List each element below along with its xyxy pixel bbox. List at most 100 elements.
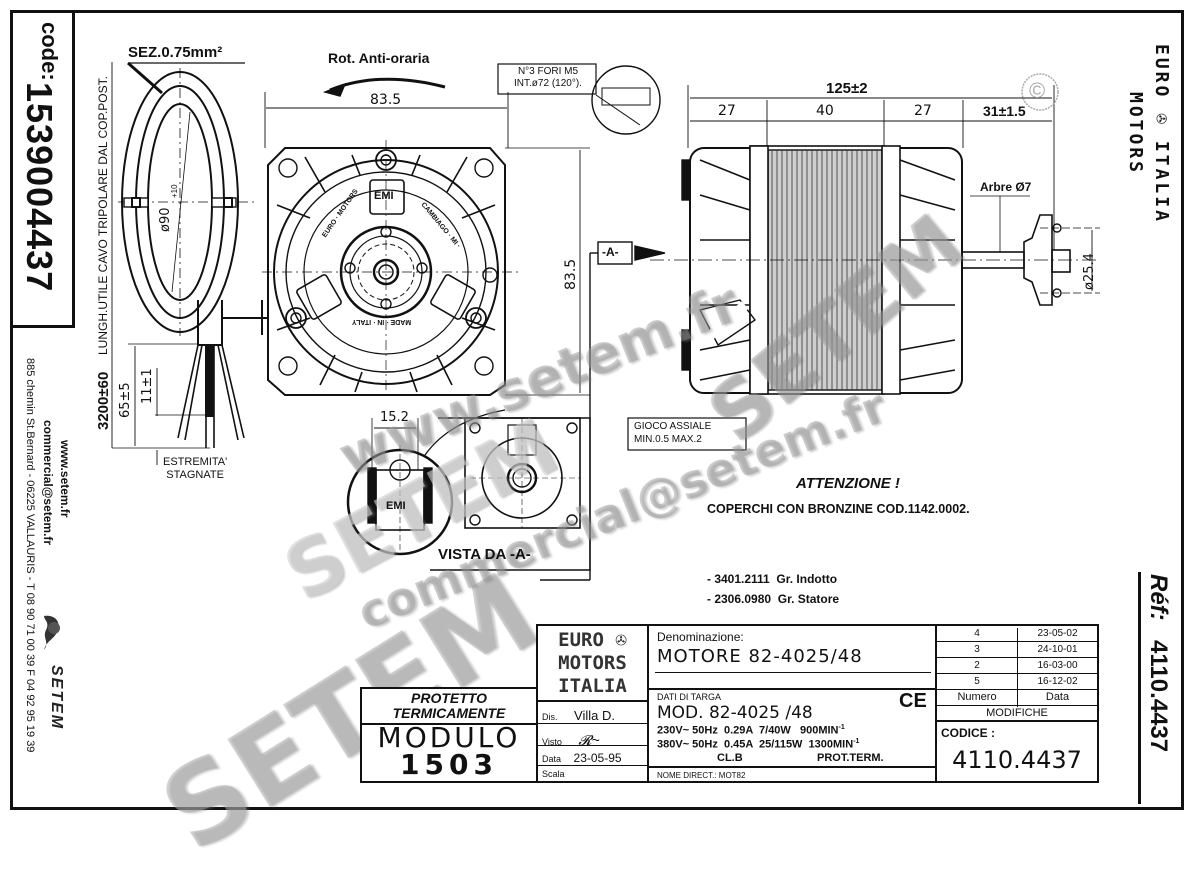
reference-box xyxy=(1138,572,1176,804)
revision-header-row: Numero Data xyxy=(937,690,1097,707)
part-row: - 2306.0980 Gr. Statore xyxy=(707,592,839,606)
drawing-frame xyxy=(10,10,1184,810)
cable-ends-note: ESTREMITA' STAGNATE xyxy=(163,456,227,482)
model-value: MOD. 82-4025 /48 xyxy=(657,703,813,723)
part-name: Gr. Indotto xyxy=(776,572,838,586)
scala-label: Scala xyxy=(542,769,565,779)
axial-play-note: GIOCO ASSIALE MIN.0.5 MAX.2 xyxy=(634,420,711,446)
rotation-label: Rot. Anti-oraria xyxy=(328,50,430,66)
warning-text: COPERCHI CON BRONZINE COD.1142.0002. xyxy=(707,502,970,516)
spec-sup: -1 xyxy=(853,738,860,745)
code-box xyxy=(10,10,75,328)
axial-play-line1: GIOCO ASSIALE xyxy=(634,421,712,432)
part-code: - 2306.0980 xyxy=(707,592,772,606)
title-block-protection: PROTETTO TERMICAMENTE MODULO 1503 xyxy=(360,687,538,783)
revision-row: 3 24-10-01 xyxy=(937,642,1097,660)
revision-date: 16-03-00 xyxy=(1017,660,1097,676)
holes-note-line2: INT.ø72 (120°). xyxy=(514,78,582,89)
revision-date: 16-12-02 xyxy=(1017,676,1097,692)
data-value: 23-05-95 xyxy=(573,751,622,765)
brand-line1: EURO xyxy=(1151,44,1172,100)
spec-protection: PROT.TERM. xyxy=(817,752,884,764)
side-dim-2: 40 xyxy=(816,103,834,119)
spec-class: CL.B xyxy=(717,752,743,764)
revision-number: 3 xyxy=(974,644,980,655)
cable-loop-tolerance: +10 xyxy=(170,184,179,198)
signature-icon: 𝓡~ xyxy=(578,732,600,748)
setem-bird-logo-icon xyxy=(40,612,64,652)
detail-caption: VISTA DA -A- xyxy=(438,546,531,563)
nome-direct: NOME DIRECT.: MOT82 xyxy=(649,766,935,780)
revision-number: 5 xyxy=(974,676,980,687)
logo-motors: MOTORS xyxy=(558,652,627,674)
revision-row: 5 16-12-02 xyxy=(937,674,1097,692)
front-width-dim: 83.5 xyxy=(370,92,402,108)
cable-length-text: LUNGH.UTILE CAVO TRIPOLARE DAL COP.POST. xyxy=(96,76,110,355)
spec-230v-text: 230V~ 50Hz 0.29A 7/40W 900MIN xyxy=(657,724,839,737)
revision-number: 4 xyxy=(974,628,980,639)
front-height-dim: 83.5 xyxy=(563,258,579,290)
brand-logo-vertical: EURO ✇ ITALIA xyxy=(1151,44,1172,224)
euro-motors-logo: EURO ✇ MOTORS ITALIA xyxy=(538,626,647,702)
denominazione-label: Denominazione: xyxy=(657,630,744,644)
visto-label: Visto xyxy=(542,737,562,747)
holes-note: N°3 FORI M5 INT.ø72 (120°). xyxy=(502,66,594,90)
fan-icon: ✇ xyxy=(1151,113,1172,128)
copyright-symbol: © xyxy=(1029,78,1046,103)
revision-date: 24-10-01 xyxy=(1017,644,1097,660)
cable-loop-diameter: ø90 xyxy=(158,207,173,233)
holes-note-line1: N°3 FORI M5 xyxy=(517,66,579,77)
part-name: Gr. Statore xyxy=(777,592,840,606)
detail-dim: 15.2 xyxy=(380,410,409,425)
visto-row: Visto 𝓡~ xyxy=(538,724,647,748)
cable-ends-line2: STAGNATE xyxy=(166,469,224,481)
module-label: MODULO xyxy=(377,721,521,754)
dis-label: Dis. xyxy=(542,712,558,722)
side-total-dim: 125±2 xyxy=(826,80,868,97)
title-block-revisions: 4 23-05-02 3 24-10-01 2 16-03-00 5 16-12… xyxy=(935,624,1099,783)
part-code: - 3401.2111 xyxy=(707,572,770,586)
reference-value: 4110.4437 xyxy=(1145,640,1172,753)
spec-line-230v: 230V~ 50Hz 0.29A 7/40W 900MIN-1 xyxy=(657,724,845,737)
dati-label: DATI DI TARGA xyxy=(657,692,722,702)
revision-number: 2 xyxy=(974,660,980,671)
front-emi-label: EMI xyxy=(374,190,394,202)
codice-label: CODICE : xyxy=(941,726,995,740)
cable-ends-line1: ESTREMITA' xyxy=(163,456,228,468)
cable-section-label: SEZ.0.75mm² xyxy=(128,44,223,61)
data-label: Data xyxy=(542,754,562,764)
revision-row: 2 16-03-00 xyxy=(937,658,1097,676)
technical-drawing xyxy=(111,61,1100,581)
detail-emi-label: EMI xyxy=(386,500,406,512)
logo-euro: EURO xyxy=(558,629,604,651)
dim-65: 65±5 xyxy=(118,382,133,418)
denominazione-value: MOTORE 82-4025/48 xyxy=(657,646,863,667)
brand-logo-motors: MOTORS xyxy=(1125,92,1146,176)
data-row: Data 23-05-95 xyxy=(538,746,647,766)
ring-text-made-in-italy: MADE · IN · ITALY xyxy=(352,318,412,325)
revision-row: 4 23-05-02 xyxy=(937,626,1097,644)
reference-label: Réf: xyxy=(1145,574,1172,621)
side-dim-1: 27 xyxy=(718,103,736,119)
view-marker-a: -A- xyxy=(602,245,619,259)
dis-row: Dis. Villa D. xyxy=(538,702,647,724)
protection-line1: PROTETTO xyxy=(411,690,487,706)
numero-header: Numero xyxy=(957,691,997,703)
title-block-denomination: Denominazione: MOTORE 82-4025/48 DATI DI… xyxy=(647,624,937,783)
fan-icon: ✇ xyxy=(615,629,627,651)
data-header: Data xyxy=(1017,691,1097,707)
module-number: 1503 xyxy=(400,748,498,781)
spec-line-380v: 380V~ 50Hz 0.45A 25/115W 1300MIN-1 xyxy=(657,738,859,751)
logo-italia: ITALIA xyxy=(558,675,627,697)
revision-date: 23-05-02 xyxy=(1017,628,1097,644)
title-block-logo-drawer: EURO ✇ MOTORS ITALIA Dis. Villa D. Visto… xyxy=(536,624,649,783)
part-row: - 3401.2111 Gr. Indotto xyxy=(707,572,837,586)
side-dim-3: 27 xyxy=(914,103,932,119)
ce-mark: CE xyxy=(899,690,927,712)
axial-play-line2: MIN.0.5 MAX.2 xyxy=(634,434,702,445)
shaft-label: Arbre Ø7 xyxy=(980,180,1032,194)
codice-value: 4110.4437 xyxy=(952,746,1082,774)
side-dim-4: 31±1.5 xyxy=(983,103,1026,119)
protection-line2: TERMICAMENTE xyxy=(392,705,506,721)
scala-row: Scala xyxy=(538,766,647,781)
